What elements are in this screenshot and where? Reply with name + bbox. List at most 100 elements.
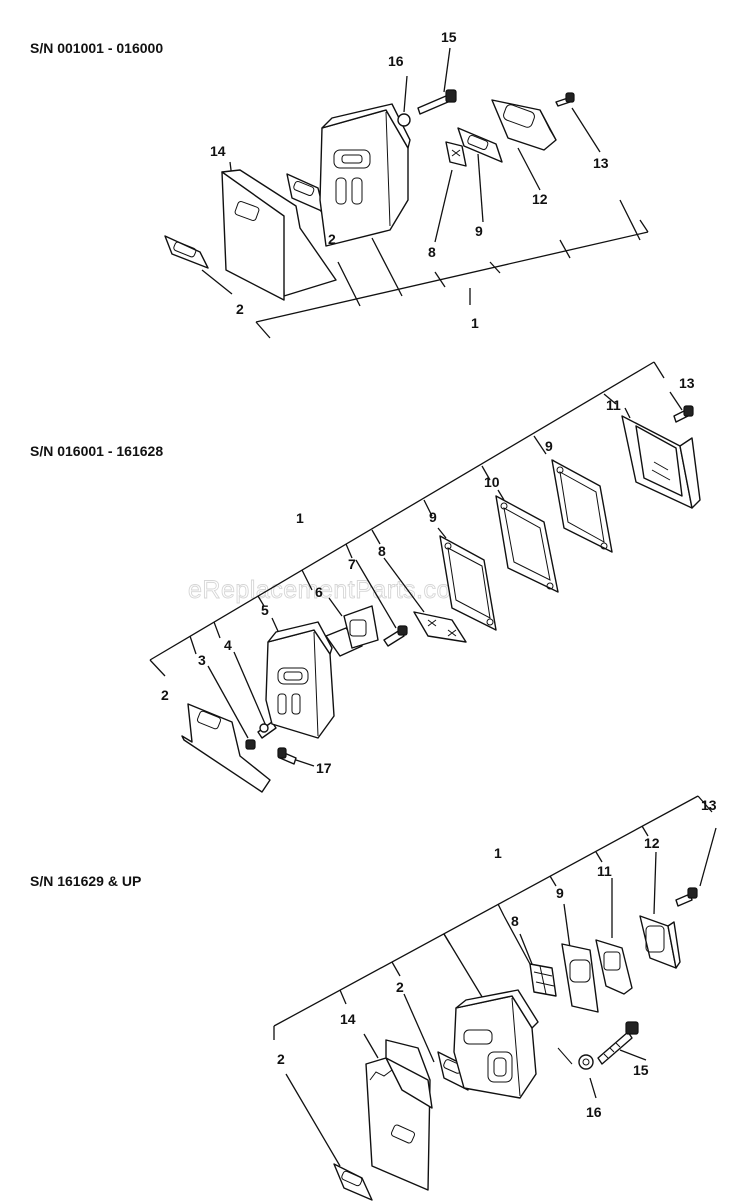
screw-part-3 [245,739,256,750]
leader [391,961,401,977]
leader [641,825,649,837]
leader [443,47,451,93]
gasket-part-9 [551,459,613,553]
washer-part-16 [578,1054,594,1070]
leader [619,199,641,241]
leader [653,361,665,379]
callout-1: 1 [494,845,502,861]
callout-7: 7 [348,556,356,572]
callout-15: 15 [633,1062,649,1078]
callout-11: 11 [597,863,612,879]
callout-10: 10 [484,474,500,490]
cover-part-11 [621,415,701,509]
callout-3: 3 [198,652,206,668]
leader [477,153,484,223]
callout-2: 2 [161,687,169,703]
leader [423,499,433,517]
section-2: S/N 016001 - 161628 [30,361,701,793]
section-2-serial: S/N 016001 - 161628 [30,443,163,459]
leader [285,1073,341,1167]
section-1-bracket [255,219,649,339]
leader [497,489,505,501]
section-1: S/N 001001 - 016000 [30,29,649,339]
callout-8: 8 [378,543,386,559]
bolt-part-15 [597,1021,639,1065]
screw-part-13 [555,92,575,107]
heat-shield-part-2 [181,703,271,793]
leader [589,1077,597,1099]
callout-9: 9 [556,885,564,901]
gasket-part-10 [495,495,559,593]
leader [403,75,408,113]
callout-11: 11 [606,397,621,413]
callout-13: 13 [679,375,695,391]
callout-2: 2 [236,301,244,317]
cover-part-12 [491,99,557,151]
callout-8: 8 [428,244,436,260]
screw-part-13 [673,405,694,423]
gasket-part-11 [595,939,633,995]
leader [699,827,717,887]
leader [207,665,249,739]
leader [339,989,347,1005]
leader [559,239,571,259]
screw-part-13 [675,887,698,907]
leader [403,993,435,1063]
leader [533,435,547,455]
section-1-serial: S/N 001001 - 016000 [30,40,163,56]
spark-screen-part-8 [413,611,467,643]
callout-13: 13 [701,797,717,813]
callout-12: 12 [532,191,548,207]
callout-6: 6 [315,584,323,600]
callout-16: 16 [586,1104,602,1120]
leader [301,569,313,591]
callout-2: 2 [277,1051,285,1067]
leader [149,659,166,677]
callout-8: 8 [511,913,519,929]
callout-15: 15 [441,29,457,45]
leader [213,621,221,639]
screw-part-4 [257,721,277,739]
leader [497,903,505,917]
section-2-bracket [149,361,655,661]
section-3-serial: S/N 161629 & UP [30,873,141,889]
outlet-part-6 [325,605,379,657]
section-3-bracket [273,795,699,1027]
gasket-part-9 [457,127,503,163]
callout-13: 13 [593,155,609,171]
screw-part-7 [383,625,408,647]
clip-detail [557,1047,573,1065]
callout-14: 14 [340,1011,356,1027]
leader [619,1049,647,1061]
callout-9: 9 [475,223,483,239]
leader [549,875,557,887]
leader [345,543,353,559]
leader [603,393,617,405]
callout-1: 1 [296,510,304,526]
leader [697,795,713,813]
muffler-part-1 [453,989,539,1099]
leader [233,651,267,727]
section-3: S/N 161629 & UP [30,795,717,1201]
callout-12: 12 [644,835,660,851]
callout-5: 5 [261,602,269,618]
leader [363,1033,379,1059]
leader [434,169,453,243]
spark-screen-part-8 [445,141,467,167]
spark-screen-part-8 [529,963,557,997]
leader [503,915,531,965]
leader [189,635,197,655]
callout-14: 14 [210,143,226,159]
leader [437,527,447,539]
leader [653,851,657,915]
bolt-part-15 [417,89,457,115]
leader [355,559,397,629]
leader [337,261,361,307]
gasket-part-9 [561,943,599,1013]
leader [481,465,491,481]
leader [295,759,315,767]
screw-part-17 [277,747,297,765]
leader [328,597,343,617]
muffler-part-1 [319,103,411,247]
